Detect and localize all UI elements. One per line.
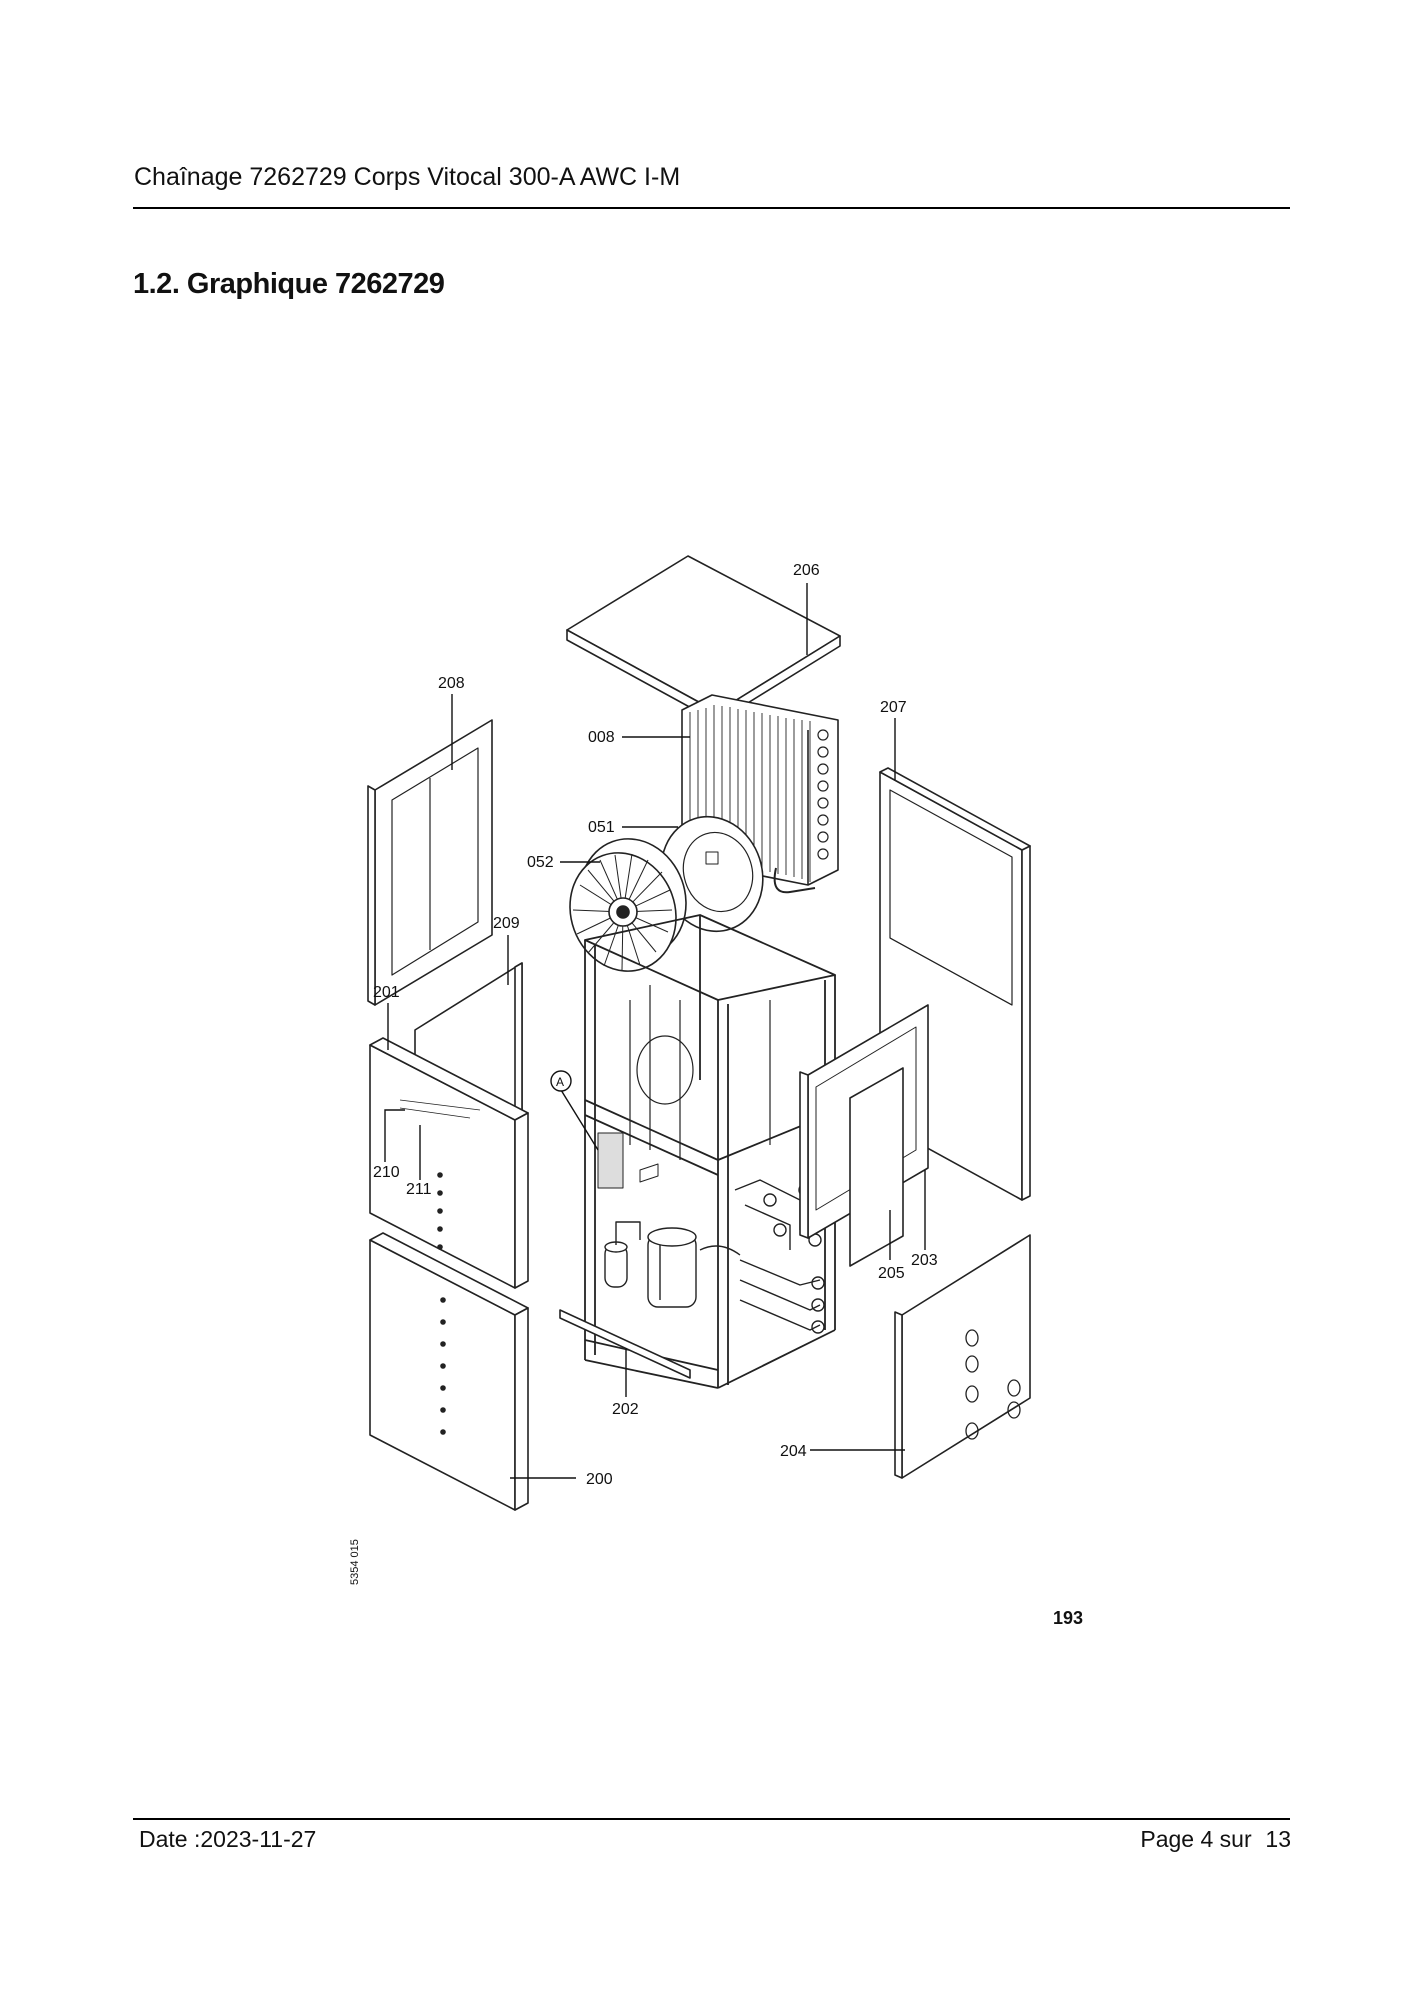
figure-code: 5354 015 — [349, 1539, 361, 1585]
lower-front-panel-part — [369, 1232, 529, 1511]
callout-008: 008 — [588, 729, 615, 746]
callout-208: 208 — [438, 675, 465, 692]
page-total: 13 — [1265, 1826, 1291, 1852]
callout-209: 209 — [493, 915, 520, 932]
callout-051: 051 — [588, 819, 615, 836]
footer-date: Date :2023-11-27 — [139, 1826, 317, 1852]
label-plate — [597, 1132, 624, 1189]
callout-052: 052 — [527, 854, 554, 871]
bottom-rail-part — [559, 1309, 691, 1379]
fan-wheel-part — [569, 838, 687, 972]
compressor-part — [604, 1221, 741, 1308]
callout-207: 207 — [880, 699, 907, 716]
callout-202: 202 — [612, 1401, 639, 1418]
callout-205: 205 — [878, 1265, 905, 1282]
callout-204: 204 — [780, 1443, 807, 1460]
detail-a-marker — [550, 1070, 572, 1092]
main-frame — [584, 914, 836, 1389]
page-label: Page 4 sur — [1140, 1826, 1252, 1852]
section-title: 1.2. Graphique 7262729 — [133, 268, 445, 300]
callout-203: 203 — [911, 1252, 938, 1269]
callout-206: 206 — [793, 562, 820, 579]
header-title: Chaînage 7262729 Corps Vitocal 300-A AWC… — [134, 163, 681, 191]
back-panel-part — [367, 719, 493, 1006]
callout-210: 210 — [373, 1164, 400, 1181]
leader-lines — [384, 583, 926, 1479]
top-cover-part — [566, 555, 841, 723]
callout-211: 211 — [406, 1181, 432, 1198]
callout-200: 200 — [586, 1471, 613, 1488]
callout-a: A — [556, 1075, 564, 1089]
upper-front-panel-part — [369, 1037, 529, 1289]
right-bottom-panel-part — [894, 1234, 1031, 1479]
footer-page-number: Page 4 sur 13 — [1140, 1826, 1291, 1853]
inner-plate-part — [849, 1067, 904, 1267]
bracket — [639, 1163, 659, 1183]
footer-divider — [133, 1818, 1290, 1820]
header-divider — [133, 207, 1290, 209]
figure-number: 193 — [1053, 1608, 1083, 1628]
callout-201: 201 — [373, 984, 400, 1001]
